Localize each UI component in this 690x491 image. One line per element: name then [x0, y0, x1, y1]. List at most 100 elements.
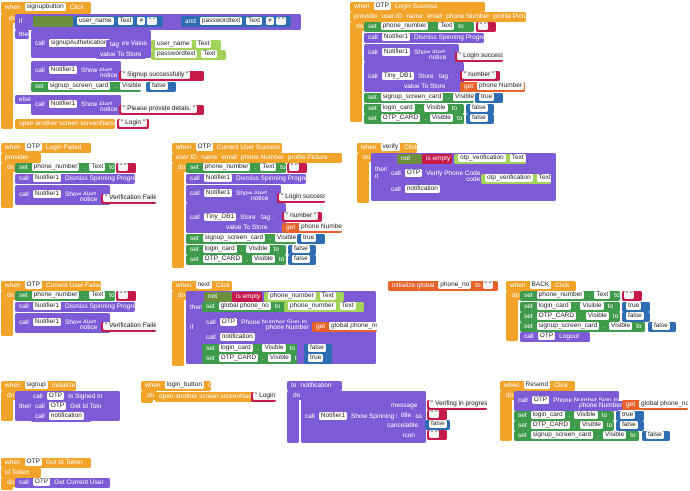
block-dropdown[interactable]: otp_verification [458, 154, 506, 163]
block-segment[interactable]: open another screen screenName [15, 119, 115, 129]
block-dropdown[interactable]: true [479, 93, 495, 102]
block-segment[interactable]: do [174, 163, 188, 172]
block-segment[interactable]: tag [106, 40, 122, 49]
block-segment[interactable]: false [425, 420, 450, 430]
block-segment[interactable]: do [352, 22, 366, 31]
string-literal[interactable]: " " [118, 291, 129, 300]
block-segment[interactable]: then [186, 303, 204, 312]
block-segment[interactable]: " " [116, 163, 136, 173]
block-dropdown[interactable]: OTP_CARD [536, 312, 577, 321]
block-segment[interactable]: then [371, 165, 389, 174]
block-dropdown[interactable]: ≠ [266, 17, 274, 26]
block-dropdown[interactable]: phone Number [299, 223, 342, 232]
block-dropdown[interactable]: BACK [529, 281, 552, 290]
block-segment[interactable]: true [616, 411, 644, 421]
block-segment[interactable]: do [143, 391, 157, 400]
block-dropdown[interactable]: login_card [202, 245, 237, 254]
block-dropdown[interactable]: global phone_no [218, 302, 271, 311]
block-segment[interactable]: " Signup successfully " [119, 71, 204, 81]
block-segment[interactable]: else [15, 95, 33, 104]
block-segment[interactable]: id Token [1, 468, 41, 478]
block-segment[interactable]: " Verification Failed " [101, 194, 156, 204]
block-dropdown[interactable]: false [470, 104, 488, 113]
block-dropdown[interactable]: OTP [537, 332, 556, 341]
block-dropdown[interactable]: notification [48, 412, 84, 421]
block-segment[interactable]: tag [435, 72, 451, 81]
block-segment[interactable] [506, 291, 518, 341]
block-dropdown[interactable]: Visible [251, 255, 275, 264]
block-dropdown[interactable]: user_name [77, 17, 114, 26]
block-dropdown[interactable]: phone Number [477, 82, 525, 91]
block-segment[interactable]: notice [425, 53, 447, 62]
block-dropdown[interactable]: true [626, 302, 642, 311]
block-dropdown[interactable]: OTP [24, 143, 42, 152]
string-literal[interactable]: " Verifing in progress " [429, 400, 487, 409]
block-dropdown[interactable]: OTP [373, 2, 391, 11]
block-segment[interactable]: false [648, 322, 676, 332]
block-dropdown[interactable]: Text [509, 154, 526, 163]
block-dropdown[interactable]: Visible [585, 312, 609, 321]
block-dropdown[interactable]: phone_number [31, 291, 80, 300]
block-segment[interactable]: false [642, 431, 670, 441]
block-dropdown[interactable]: global phone_no [639, 400, 688, 409]
block-dropdown[interactable]: OTP_CARD [202, 255, 243, 264]
block-dropdown[interactable]: OTP [219, 318, 238, 327]
block-segment[interactable]: do [174, 291, 188, 300]
block-dropdown[interactable]: Notifier1 [203, 174, 232, 183]
string-literal[interactable]: " number " [284, 212, 319, 221]
block-segment[interactable]: " Login success " [455, 52, 503, 62]
block-dropdown[interactable]: false [620, 421, 638, 430]
block-segment[interactable]: value To Store [400, 82, 455, 91]
block-dropdown[interactable]: login_button [164, 381, 204, 390]
block-segment[interactable] [172, 163, 184, 268]
block-dropdown[interactable]: Text [536, 174, 551, 183]
block-segment[interactable]: " number " [282, 212, 322, 222]
block-segment[interactable]: true [297, 234, 325, 244]
block-dropdown[interactable]: phone_number [380, 22, 429, 31]
block-dropdown[interactable]: OTP_CARD [530, 421, 571, 430]
block-segment[interactable]: false [288, 245, 316, 255]
block-segment[interactable]: tag [257, 213, 273, 222]
block-dropdown[interactable]: Resend [523, 381, 550, 390]
block-dropdown[interactable]: OTP [531, 396, 550, 405]
string-literal[interactable]: " " [624, 291, 635, 300]
block-segment[interactable] [172, 291, 184, 366]
block-segment[interactable]: notice [76, 323, 98, 332]
block-dropdown[interactable]: Visible [574, 411, 598, 420]
block-dropdown[interactable]: false [470, 114, 488, 123]
block-segment[interactable]: false [288, 255, 316, 265]
block-segment[interactable]: " " [476, 22, 496, 32]
block-segment[interactable] [350, 22, 362, 122]
block-dropdown[interactable]: Text [246, 17, 263, 26]
block-dropdown[interactable]: Visible [429, 114, 453, 123]
